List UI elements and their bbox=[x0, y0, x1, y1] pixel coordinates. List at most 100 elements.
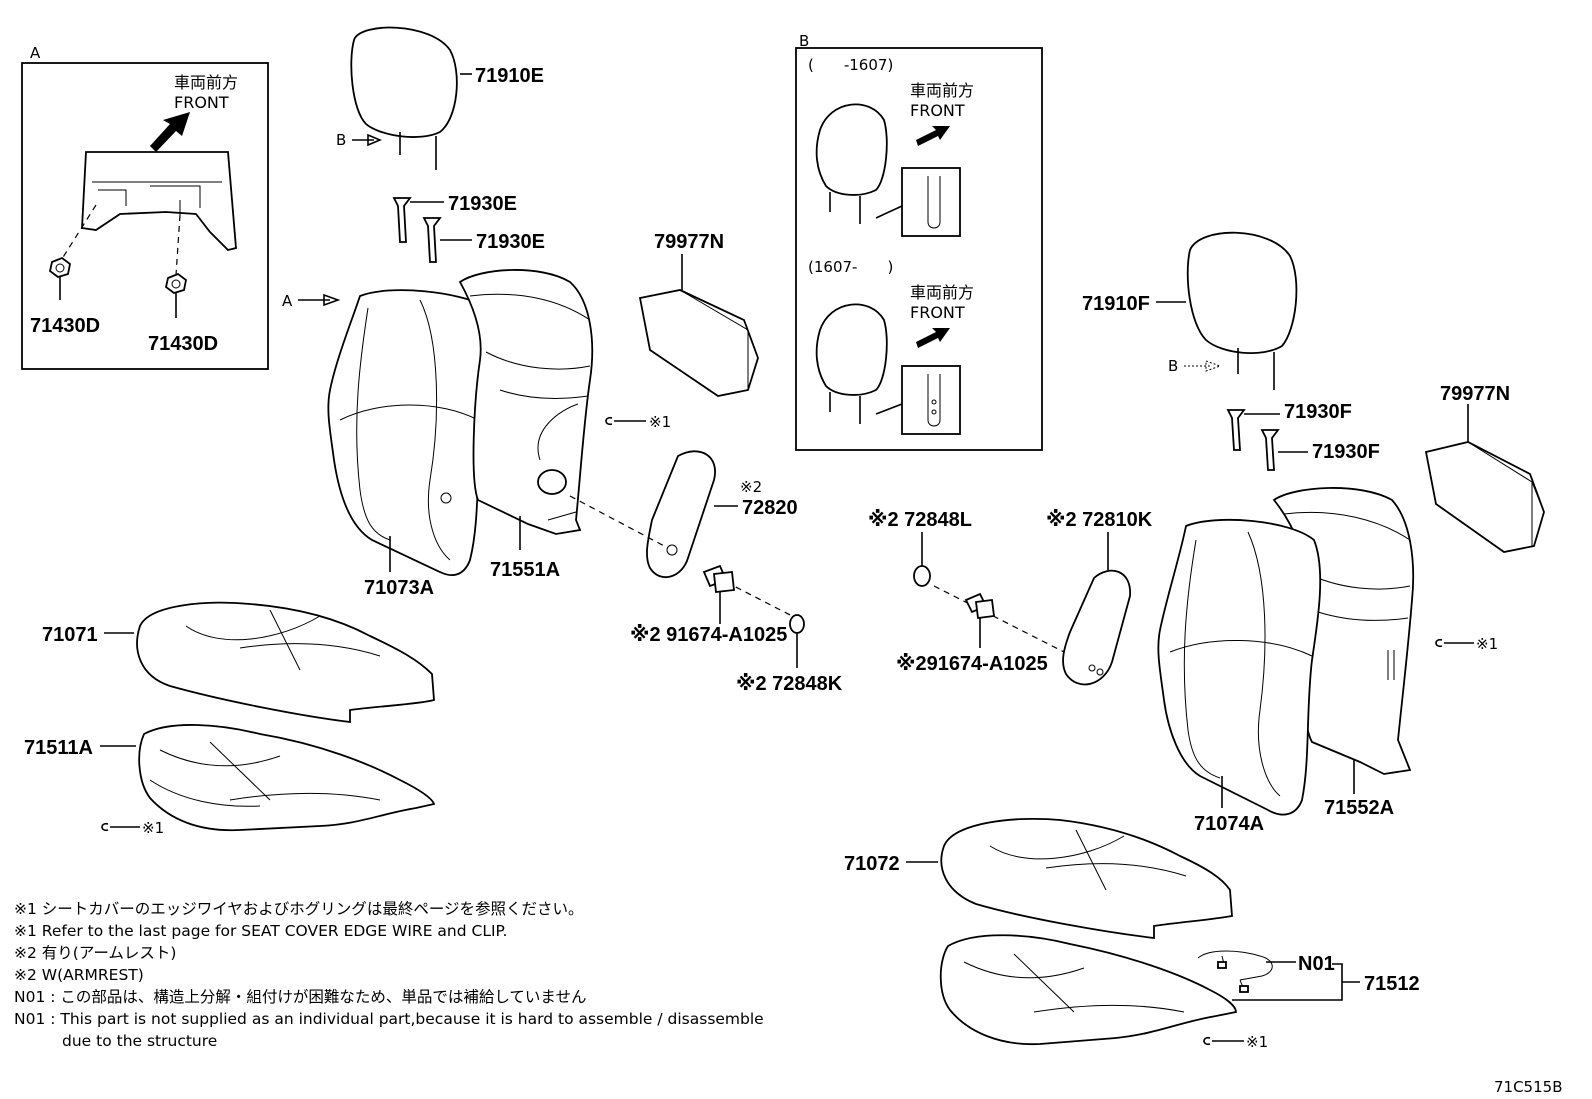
inset-b: B ( -1607) 車両前方 FRONT (1607- ) 車両前方 FRON… bbox=[795, 32, 1043, 451]
note-1-jp: ※1 シートカバーのエッジワイヤおよびホグリングは最終ページを参照ください。 bbox=[14, 900, 584, 918]
inset-b-front-en-top: FRONT bbox=[910, 101, 965, 120]
armrest-left bbox=[646, 450, 738, 579]
inset-a-frame bbox=[21, 62, 269, 370]
part-71910e[interactable]: 71910E bbox=[475, 65, 544, 87]
part-71511a[interactable]: 71511A bbox=[24, 737, 93, 759]
part-71930e-upper[interactable]: 71930E bbox=[448, 193, 517, 215]
headrest-support-left bbox=[392, 197, 472, 263]
cap-left-icon bbox=[789, 614, 805, 634]
headrest-left bbox=[350, 26, 472, 170]
arrow-right-icon bbox=[1184, 360, 1222, 372]
part-72810k[interactable]: ※2 72810K bbox=[1046, 509, 1153, 531]
headrest-support-right bbox=[1226, 409, 1308, 471]
note-2-en: ※2 W(ARMREST) bbox=[14, 966, 144, 984]
headrest-right bbox=[1156, 231, 1298, 390]
callout-a: A bbox=[282, 292, 293, 310]
part-72848k[interactable]: ※2 72848K bbox=[736, 673, 843, 695]
stay-detail-bottom bbox=[901, 365, 961, 435]
cushion-pad-right bbox=[939, 934, 1237, 1046]
armrest-cover-left bbox=[638, 254, 759, 397]
cap-guide-line bbox=[725, 581, 797, 619]
inset-a-front-jp: 車両前方 bbox=[174, 73, 238, 92]
front-arrow-icon bbox=[916, 328, 950, 348]
cap-guide-right bbox=[933, 585, 1069, 655]
inset-b-range-top: ( -1607) bbox=[808, 56, 893, 74]
part-72848l[interactable]: ※2 72848L bbox=[868, 509, 972, 531]
inset-b-front-jp-top: 車両前方 bbox=[910, 81, 974, 100]
inset-a: A 車両前方 FRONT 71430D 71430D bbox=[21, 44, 269, 370]
note-1-en: ※1 Refer to the last page for SEAT COVER… bbox=[14, 922, 507, 940]
cap-right-icon bbox=[913, 565, 931, 587]
cushion-pad-left bbox=[100, 724, 436, 832]
part-91674-a1025-right[interactable]: ※291674-A1025 bbox=[896, 653, 1048, 675]
part-71551a[interactable]: 71551A bbox=[490, 559, 560, 581]
part-71930e-lower[interactable]: 71930E bbox=[476, 231, 545, 253]
armrest-guide-line bbox=[569, 495, 669, 549]
screw-icon bbox=[702, 564, 735, 624]
part-n01[interactable]: N01 bbox=[1298, 953, 1335, 975]
ref-note-1-c: ※1 bbox=[1476, 635, 1498, 653]
note-n01-en: N01 : This part is not supplied as an in… bbox=[14, 1010, 764, 1028]
front-arrow-icon bbox=[150, 112, 190, 152]
bolt-icon bbox=[48, 256, 71, 300]
seatback-cover-right bbox=[1157, 518, 1322, 816]
hog-ring-icon bbox=[101, 822, 140, 832]
arrow-right-icon bbox=[352, 133, 383, 147]
bolt-guide-right bbox=[175, 214, 181, 276]
ref-note-1-a: ※1 bbox=[649, 413, 671, 431]
headrest-detail-bottom bbox=[815, 303, 888, 396]
seatback-cover-left bbox=[327, 289, 492, 576]
bolt-guide-left bbox=[59, 204, 97, 263]
inset-b-front-jp-bottom: 車両前方 bbox=[910, 283, 974, 302]
inset-a-label: A bbox=[30, 44, 41, 62]
seat-frame-rail bbox=[92, 181, 222, 218]
part-71430d-right[interactable]: 71430D bbox=[148, 333, 218, 355]
armrest-right bbox=[1062, 569, 1131, 686]
armrest-left-mark: ※2 bbox=[740, 478, 762, 496]
stay-detail-top bbox=[901, 167, 961, 237]
screw-icon bbox=[964, 592, 996, 648]
note-n01-en-cont: due to the structure bbox=[62, 1032, 217, 1050]
part-71930f-lower[interactable]: 71930F bbox=[1312, 441, 1380, 463]
part-79977n-right[interactable]: 79977N bbox=[1440, 383, 1510, 405]
bracket-71512 bbox=[1232, 963, 1360, 1001]
seat-frame-detail bbox=[81, 151, 237, 251]
part-71552a[interactable]: 71552A bbox=[1324, 797, 1394, 819]
cushion-cover-right bbox=[906, 817, 1233, 940]
part-71072[interactable]: 71072 bbox=[844, 853, 900, 875]
part-71430d-left[interactable]: 71430D bbox=[30, 315, 100, 337]
callout-b-right: B bbox=[1168, 357, 1178, 375]
part-71071[interactable]: 71071 bbox=[42, 624, 98, 646]
front-arrow-icon bbox=[916, 126, 950, 146]
ref-note-1-b: ※1 bbox=[142, 819, 164, 837]
inset-b-range-bottom: (1607- ) bbox=[808, 258, 893, 276]
part-72820[interactable]: 72820 bbox=[742, 497, 798, 519]
notes-block: ※1 シートカバーのエッジワイヤおよびホグリングは最終ページを参照ください。 ※… bbox=[14, 900, 764, 1050]
hog-ring-icon bbox=[605, 416, 646, 426]
arrow-right-icon bbox=[298, 293, 341, 307]
ref-note-1-d: ※1 bbox=[1246, 1033, 1268, 1051]
armrest-cover-right bbox=[1424, 404, 1545, 553]
cushion-cover-left bbox=[104, 601, 435, 724]
inset-b-front-en-bottom: FRONT bbox=[910, 303, 965, 322]
inset-b-frame bbox=[795, 47, 1043, 451]
part-91674-a1025-left[interactable]: ※2 91674-A1025 bbox=[630, 624, 787, 646]
part-71074a[interactable]: 71074A bbox=[1194, 813, 1264, 835]
diagram-code: 71C515B bbox=[1494, 1078, 1562, 1096]
callout-b-left: B bbox=[336, 131, 346, 149]
hog-ring-icon bbox=[1203, 1036, 1244, 1046]
inset-b-label: B bbox=[799, 32, 809, 50]
note-n01-jp: N01 : この部品は、構造上分解・組付けが困難なため、単品では補給していません bbox=[14, 988, 586, 1006]
wire-harness-icon bbox=[1197, 950, 1273, 993]
bolt-icon bbox=[164, 272, 187, 318]
part-71910f[interactable]: 71910F bbox=[1082, 293, 1150, 315]
part-71512[interactable]: 71512 bbox=[1364, 973, 1420, 995]
part-71930f-upper[interactable]: 71930F bbox=[1284, 401, 1352, 423]
seatback-pad-left bbox=[458, 269, 594, 550]
note-2-jp: ※2 有り(アームレスト) bbox=[14, 944, 176, 962]
inset-a-front-en: FRONT bbox=[174, 93, 229, 112]
headrest-detail-top bbox=[815, 103, 888, 196]
part-71073a[interactable]: 71073A bbox=[364, 577, 434, 599]
part-79977n-left[interactable]: 79977N bbox=[654, 231, 724, 253]
